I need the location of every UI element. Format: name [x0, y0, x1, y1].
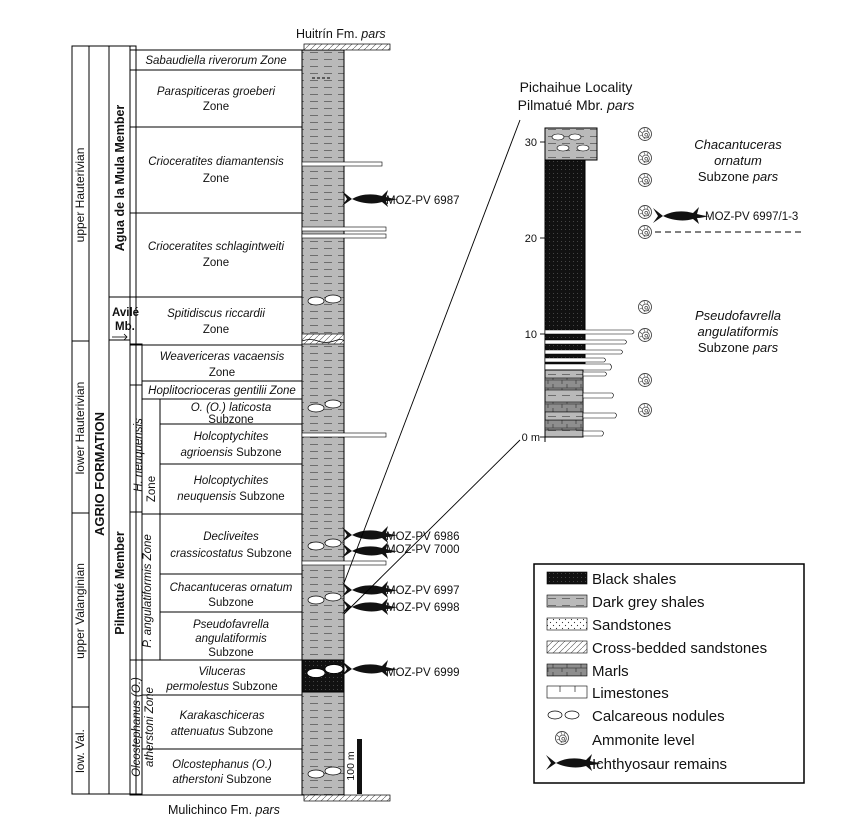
specimen-6987: MOZ-PV 6987: [386, 195, 460, 207]
zone-weavericeras-2: Zone: [209, 367, 235, 379]
zone-karakaschiceras-1: Karakaschiceras: [179, 710, 264, 722]
legend-ichthyosaur: Ichthyosaur remains: [592, 756, 727, 773]
lithology-column: [301, 43, 391, 802]
specimen-7000: MOZ-PV 7000: [386, 544, 460, 556]
ammonite-levels: [638, 127, 652, 417]
specimen-markers: MOZ-PV 6987 MOZ-PV 6986 MOZ-PV 7000 MOZ-…: [342, 190, 460, 679]
zone-paraspiticeras-2: Zone: [203, 101, 229, 113]
zone-h-zone: Zone: [146, 476, 158, 502]
legend-cross-bedded: Cross-bedded sandstones: [592, 640, 767, 657]
member-pilmatue: Pilmatué Member: [113, 531, 127, 635]
specimen-6997-13: MOZ-PV 6997/1-3: [705, 211, 798, 223]
zone-agrioensis-2: agrioensis Subzone: [180, 447, 281, 459]
scale-bar: [357, 739, 362, 794]
top-formation-label: Huitrín Fm. pars: [296, 27, 386, 41]
zone-laticosta-1: O. (O.) laticosta: [191, 402, 272, 414]
specimen-6986: MOZ-PV 6986: [386, 531, 460, 543]
zone-diamantensis-2: Zone: [203, 173, 229, 185]
zone-laticosta-2: Subzone: [208, 414, 253, 426]
subzone-lower-3: Subzone pars: [698, 340, 779, 355]
zone-olcostephanus: Olcostephanus (O.): [131, 677, 143, 777]
zone-hoplitocrioceras: Hoplitocrioceras gentilii Zone: [148, 385, 296, 397]
subzone-upper-2: ornatum: [714, 153, 762, 168]
zone-sabaudiella: Sabaudiella riverorum Zone: [145, 55, 286, 67]
zone-pseudofavrella-3: Subzone: [208, 647, 253, 659]
specimen-6998: MOZ-PV 6998: [386, 602, 460, 614]
zone-spitidiscus-2: Zone: [203, 324, 229, 336]
bottom-formation-label: Mulichinco Fm. pars: [168, 803, 280, 817]
stage-low-val: low. Val.: [73, 729, 87, 773]
zone-neuquensis-1: Holcoptychites: [194, 475, 269, 487]
zone-atherstoni: atherstoni Zone: [144, 687, 156, 767]
zone-diamantensis-1: Crioceratites diamantensis: [148, 156, 284, 168]
legend: Black shales Dark grey shales Sandstones…: [533, 563, 805, 784]
member-avile-1: Avilé: [112, 307, 139, 319]
zone-pseudofavrella-2: angulatiformis: [195, 633, 267, 645]
legend-nodules: Calcareous nodules: [592, 708, 725, 725]
left-frame: [71, 45, 303, 796]
zone-olco-2: atherstoni Subzone: [172, 774, 271, 786]
stage-upper-valanginian: upper Valanginian: [73, 563, 87, 659]
zone-viluceras-1: Viluceras: [198, 666, 245, 678]
correlation-lines: [343, 119, 521, 615]
zone-paraspiticeras-1: Paraspiticeras groeberi: [157, 86, 276, 98]
locality-tick-0: 0 m: [522, 432, 540, 444]
member-avile-2: Mb.: [115, 321, 135, 333]
subzone-upper-3: Subzone pars: [698, 169, 779, 184]
stage-upper-hauterivian: upper Hauterivian: [73, 148, 87, 243]
member-agua: Agua de la Mula Member: [113, 105, 127, 252]
subzone-lower-1: Pseudofavrella: [695, 308, 781, 323]
zone-schlagintweiti-2: Zone: [203, 257, 229, 269]
scale-bar-label: 100 m: [345, 751, 357, 780]
zone-h-neuquensis: H. neuquensis: [133, 418, 145, 492]
stage-lower-hauterivian: lower Hauterivian: [73, 382, 87, 475]
zone-pseudofavrella-1: Pseudofavrella: [193, 619, 269, 631]
specimen-6999: MOZ-PV 6999: [386, 667, 460, 679]
subzone-lower-2: angulatiformis: [698, 324, 779, 339]
zone-decliveites-2: crassicostatus Subzone: [170, 548, 291, 560]
subzone-upper-1: Chacantuceras: [694, 137, 782, 152]
zone-chacantuceras-1: Chacantuceras ornatum: [170, 582, 293, 594]
legend-limestones: Limestones: [592, 685, 669, 702]
zone-chacantuceras-2: Subzone: [208, 597, 253, 609]
legend-ammonite: Ammonite level: [592, 732, 695, 749]
zone-neuquensis-2: neuquensis Subzone: [177, 491, 284, 503]
locality-ichthyosaur: [653, 207, 709, 224]
legend-black-shales: Black shales: [592, 571, 676, 588]
zone-p-angulatiformis: P. angulatiformis Zone: [142, 534, 154, 648]
locality-tick-10: 10: [525, 329, 537, 341]
locality-tick-20: 20: [525, 233, 537, 245]
zone-schlagintweiti-1: Crioceratites schlagintweiti: [148, 241, 285, 253]
locality-column: 30 20 10 0 m: [522, 127, 635, 444]
zone-viluceras-2: permolestus Subzone: [165, 681, 277, 693]
formation-label: AGRIO FORMATION: [92, 412, 107, 536]
zone-agrioensis-1: Holcoptychites: [194, 431, 269, 443]
legend-marls: Marls: [592, 663, 629, 680]
legend-sandstones: Sandstones: [592, 617, 671, 634]
zone-decliveites-1: Decliveites: [203, 531, 259, 543]
zone-names: Sabaudiella riverorum Zone Paraspiticera…: [145, 55, 295, 786]
zone-karakaschiceras-2: attenuatus Subzone: [171, 726, 273, 738]
locality-title-1: Pichaihue Locality: [520, 79, 633, 95]
legend-dark-grey-shales: Dark grey shales: [592, 594, 705, 611]
specimen-6997: MOZ-PV 6997: [386, 585, 460, 597]
locality-title-2: Pilmatué Mbr. pars: [518, 97, 635, 113]
zone-spitidiscus-1: Spitidiscus riccardii: [167, 308, 265, 320]
locality-tick-30: 30: [525, 137, 537, 149]
zone-olco-1: Olcostephanus (O.): [172, 759, 272, 771]
locality-subzones: Chacantuceras ornatum Subzone pars Pseud…: [694, 137, 782, 355]
zone-weavericeras-1: Weavericeras vacaensis: [160, 351, 285, 363]
